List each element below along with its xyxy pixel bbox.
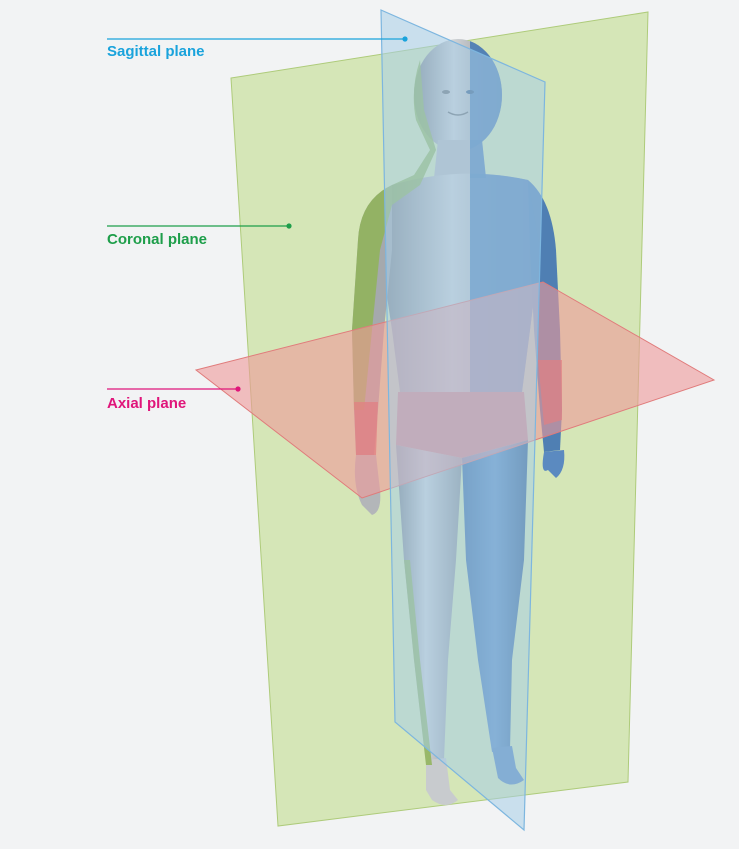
sagittal-plane-label: Sagittal plane <box>107 43 205 61</box>
coronal-plane-label: Coronal plane <box>107 231 207 249</box>
sagittal-leader-dot <box>402 36 407 41</box>
axial-leader-dot <box>235 386 240 391</box>
axial-plane-label: Axial plane <box>107 395 186 413</box>
coronal-leader-dot <box>286 223 291 228</box>
sagittal-plane <box>381 10 545 830</box>
sagittal-leader <box>107 36 408 41</box>
